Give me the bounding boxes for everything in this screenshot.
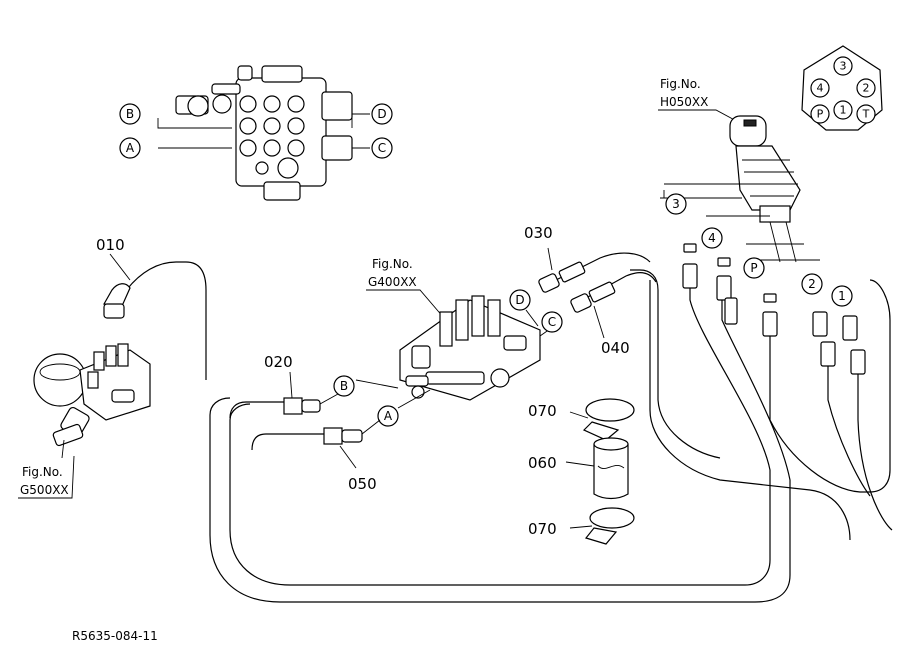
part-label-060: 060 bbox=[528, 454, 557, 472]
svg-text:3: 3 bbox=[672, 197, 680, 211]
hose-050-drawing bbox=[251, 419, 381, 451]
callout-B-center-label: B bbox=[340, 379, 348, 393]
hose-band-070-upper-drawing bbox=[582, 398, 635, 441]
svg-text:1: 1 bbox=[838, 289, 846, 303]
pattern-key-4: 4 bbox=[817, 82, 824, 95]
part-label-050: 050 bbox=[348, 475, 377, 493]
hose-number-2: 2 bbox=[801, 273, 823, 295]
callout-A-top-label: A bbox=[126, 141, 135, 155]
control-valve-assembly-drawing bbox=[399, 295, 541, 401]
svg-text:2: 2 bbox=[808, 277, 816, 291]
pilot-joystick-drawing bbox=[729, 115, 801, 263]
part-label-020: 020 bbox=[264, 353, 293, 371]
callout-C-top: C bbox=[371, 137, 393, 159]
accumulator-assembly-drawing bbox=[33, 343, 151, 459]
fig-ref-h050-line1: Fig.No. bbox=[660, 77, 701, 91]
pilot-hose-fittings bbox=[682, 243, 866, 375]
hose-number-4: 4 bbox=[701, 227, 723, 249]
hose-protector-060-drawing bbox=[593, 437, 629, 500]
hose-number-P: P bbox=[743, 257, 765, 279]
hose-number-1: 1 bbox=[831, 285, 853, 307]
drawing-code: R5635-084-11 bbox=[72, 629, 158, 643]
fig-ref-g400-line2: G400XX bbox=[368, 275, 417, 289]
pilot-port-pattern-diagram: 3 4 2 1 P T bbox=[801, 45, 883, 131]
part-label-070-lower: 070 bbox=[528, 520, 557, 538]
hose-number-3: 3 bbox=[665, 193, 687, 215]
fig-ref-g400-line1: Fig.No. bbox=[372, 257, 413, 271]
hose-band-070-lower-drawing bbox=[584, 507, 635, 545]
control-valve-detail-drawing bbox=[157, 65, 370, 201]
pattern-key-T: T bbox=[862, 108, 870, 121]
part-label-040: 040 bbox=[601, 339, 630, 357]
part-label-070-upper: 070 bbox=[528, 402, 557, 420]
svg-text:P: P bbox=[750, 261, 757, 275]
pattern-key-2: 2 bbox=[863, 82, 870, 95]
callout-D-center: D bbox=[509, 289, 531, 311]
callout-D-center-label: D bbox=[515, 293, 524, 307]
hose-040-drawing bbox=[570, 272, 657, 313]
callout-C-top-label: C bbox=[378, 141, 386, 155]
hose-030-drawing bbox=[538, 252, 651, 293]
pattern-key-P: P bbox=[817, 108, 824, 121]
callout-D-top-label: D bbox=[377, 107, 386, 121]
callout-A-center-label: A bbox=[384, 409, 393, 423]
callout-B-center: B bbox=[333, 375, 355, 397]
callout-C-center-label: C bbox=[548, 315, 556, 329]
hose-020-drawing bbox=[229, 393, 339, 419]
pilot-hose-routing bbox=[209, 269, 893, 603]
callout-B-top-label: B bbox=[126, 107, 134, 121]
callout-B-top: B bbox=[119, 103, 141, 125]
callout-A-center: A bbox=[377, 405, 399, 427]
part-label-030: 030 bbox=[524, 224, 553, 242]
fig-ref-g500-line2: G500XX bbox=[20, 483, 69, 497]
pattern-key-3: 3 bbox=[840, 60, 847, 73]
callout-C-center: C bbox=[541, 311, 563, 333]
hose-010-drawing bbox=[103, 261, 207, 380]
fig-ref-g500-line1: Fig.No. bbox=[22, 465, 63, 479]
svg-text:4: 4 bbox=[708, 231, 716, 245]
callout-D-top: D bbox=[371, 103, 393, 125]
callout-A-top: A bbox=[119, 137, 141, 159]
pattern-key-1: 1 bbox=[840, 104, 847, 117]
fig-ref-h050-line2: H050XX bbox=[660, 95, 708, 109]
part-label-010: 010 bbox=[96, 236, 125, 254]
